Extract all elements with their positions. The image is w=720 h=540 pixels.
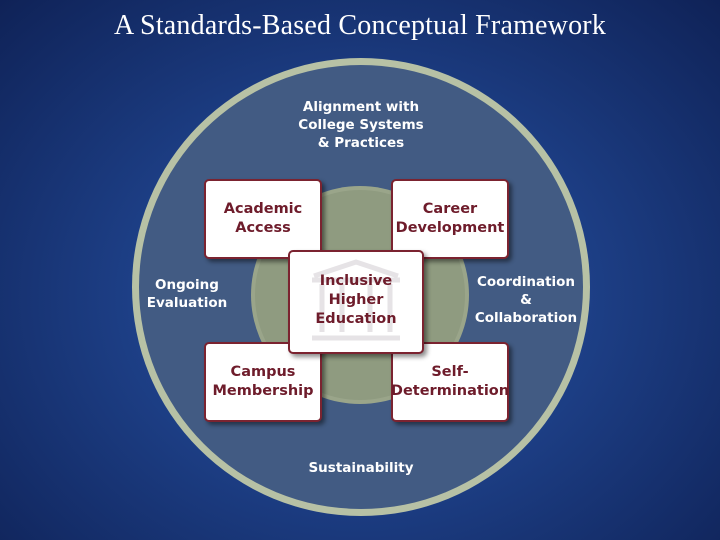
center-box-inclusive-higher-education: Inclusive Higher Education bbox=[288, 250, 424, 354]
slide-title: A Standards-Based Conceptual Framework bbox=[113, 10, 607, 41]
center-label: Inclusive Higher Education bbox=[315, 273, 397, 327]
ring-label-ongoing-evaluation: Ongoing Evaluation bbox=[146, 277, 228, 311]
box-campus-membership: Campus Membership bbox=[204, 342, 322, 422]
box-label: Campus Membership bbox=[212, 364, 314, 399]
box-academic-access: Academic Access bbox=[204, 179, 322, 259]
box-label: Career Development bbox=[395, 201, 505, 236]
ring-label-alignment: Alignment with College Systems & Practic… bbox=[298, 99, 424, 151]
ring-label-sustainability: Sustainability bbox=[308, 460, 414, 476]
box-label: Academic Access bbox=[223, 201, 303, 236]
ring-label-coordination: Coordination & Collaboration bbox=[474, 274, 578, 326]
box-self-determination: Self- Determination bbox=[391, 342, 509, 422]
box-label: Self- Determination bbox=[390, 364, 510, 399]
building-icon bbox=[312, 259, 400, 341]
box-career-development: Career Development bbox=[391, 179, 509, 259]
